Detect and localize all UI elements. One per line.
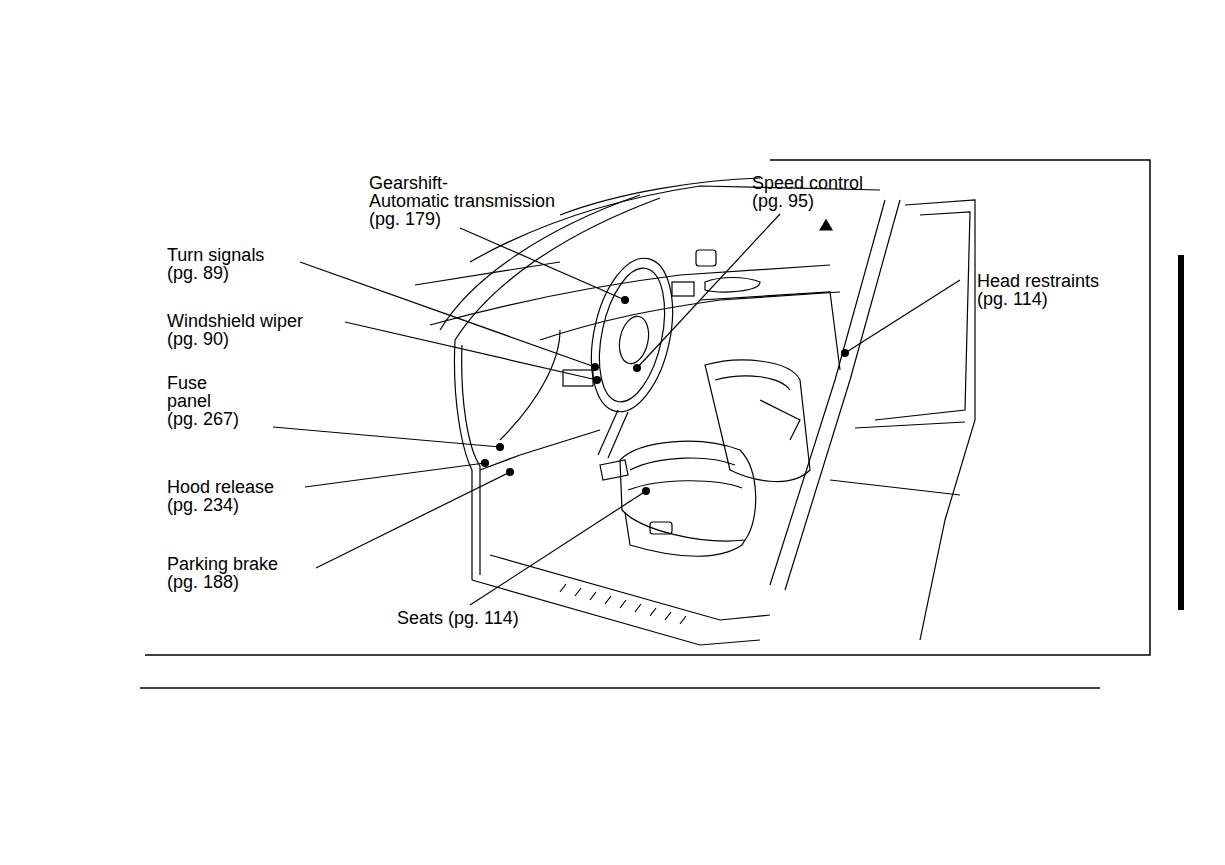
leader-lines bbox=[273, 214, 960, 605]
a-pillar bbox=[455, 198, 660, 340]
sill-plate-pattern bbox=[560, 584, 686, 624]
steering-wheel bbox=[589, 262, 676, 408]
leader-line bbox=[845, 280, 960, 353]
steering-hub bbox=[615, 314, 652, 367]
steering-wheel bbox=[579, 251, 686, 419]
leader-dot bbox=[841, 349, 849, 357]
leader-line bbox=[273, 427, 500, 447]
b-pillar bbox=[770, 200, 885, 585]
leader-dot bbox=[642, 487, 650, 495]
door-frame bbox=[905, 200, 975, 640]
vent bbox=[672, 282, 694, 296]
leader-dots bbox=[481, 296, 849, 495]
seat-cushion bbox=[620, 441, 756, 541]
leader-dot bbox=[591, 363, 599, 371]
door-handle bbox=[705, 278, 760, 292]
frame-border bbox=[145, 160, 1150, 655]
door-window bbox=[875, 212, 970, 420]
mirror bbox=[696, 250, 716, 266]
callout-label: Fuse panel (pg. 267) bbox=[167, 374, 239, 428]
callout-label: Seats (pg. 114) bbox=[397, 609, 519, 627]
leader-dot bbox=[496, 443, 504, 451]
callout-label: Hood release (pg. 234) bbox=[167, 478, 274, 514]
side-tab-bar bbox=[1178, 255, 1184, 610]
callout-label: Gearshift- Automatic transmission (pg. 1… bbox=[369, 174, 555, 228]
leader-dot bbox=[621, 296, 629, 304]
leader-dot bbox=[506, 468, 514, 476]
lock-knob bbox=[820, 220, 832, 230]
seat-back bbox=[705, 360, 810, 482]
leader-line bbox=[470, 491, 646, 605]
b-pillar bbox=[785, 200, 900, 590]
pedal bbox=[600, 460, 628, 480]
leader-line bbox=[345, 322, 597, 380]
rule-line bbox=[140, 687, 1100, 689]
leader-dot bbox=[481, 459, 489, 467]
leader-line bbox=[460, 228, 625, 300]
roof-line bbox=[560, 178, 760, 215]
door-opening bbox=[454, 340, 472, 580]
rear-seat bbox=[700, 292, 840, 370]
dash-lower bbox=[500, 330, 560, 440]
seat-stitch bbox=[715, 376, 790, 390]
steering-column bbox=[598, 410, 628, 458]
door-trim bbox=[830, 422, 965, 495]
frame bbox=[140, 160, 1150, 688]
a-pillar bbox=[440, 195, 640, 330]
kick-panel bbox=[480, 430, 600, 470]
seat-switch bbox=[650, 522, 672, 534]
windshield-edge bbox=[415, 262, 560, 285]
car-drawing bbox=[415, 178, 975, 645]
leader-dot bbox=[633, 364, 641, 372]
leader-line bbox=[305, 463, 485, 487]
callout-label: Parking brake (pg. 188) bbox=[167, 555, 278, 591]
leader-line bbox=[637, 214, 780, 368]
leader-dot bbox=[593, 376, 601, 384]
callout-label: Speed control (pg. 95) bbox=[752, 174, 863, 210]
callout-label: Windshield wiper (pg. 90) bbox=[167, 312, 303, 348]
seat-stitch bbox=[628, 458, 742, 490]
dashboard bbox=[540, 292, 840, 340]
seat-base bbox=[625, 512, 745, 556]
console bbox=[760, 400, 800, 440]
door-opening bbox=[462, 345, 480, 575]
callout-label: Head restraints (pg. 114) bbox=[977, 272, 1099, 308]
callout-label: Turn signals (pg. 89) bbox=[167, 246, 264, 282]
leader-line bbox=[316, 472, 510, 568]
leader-line bbox=[300, 262, 595, 367]
